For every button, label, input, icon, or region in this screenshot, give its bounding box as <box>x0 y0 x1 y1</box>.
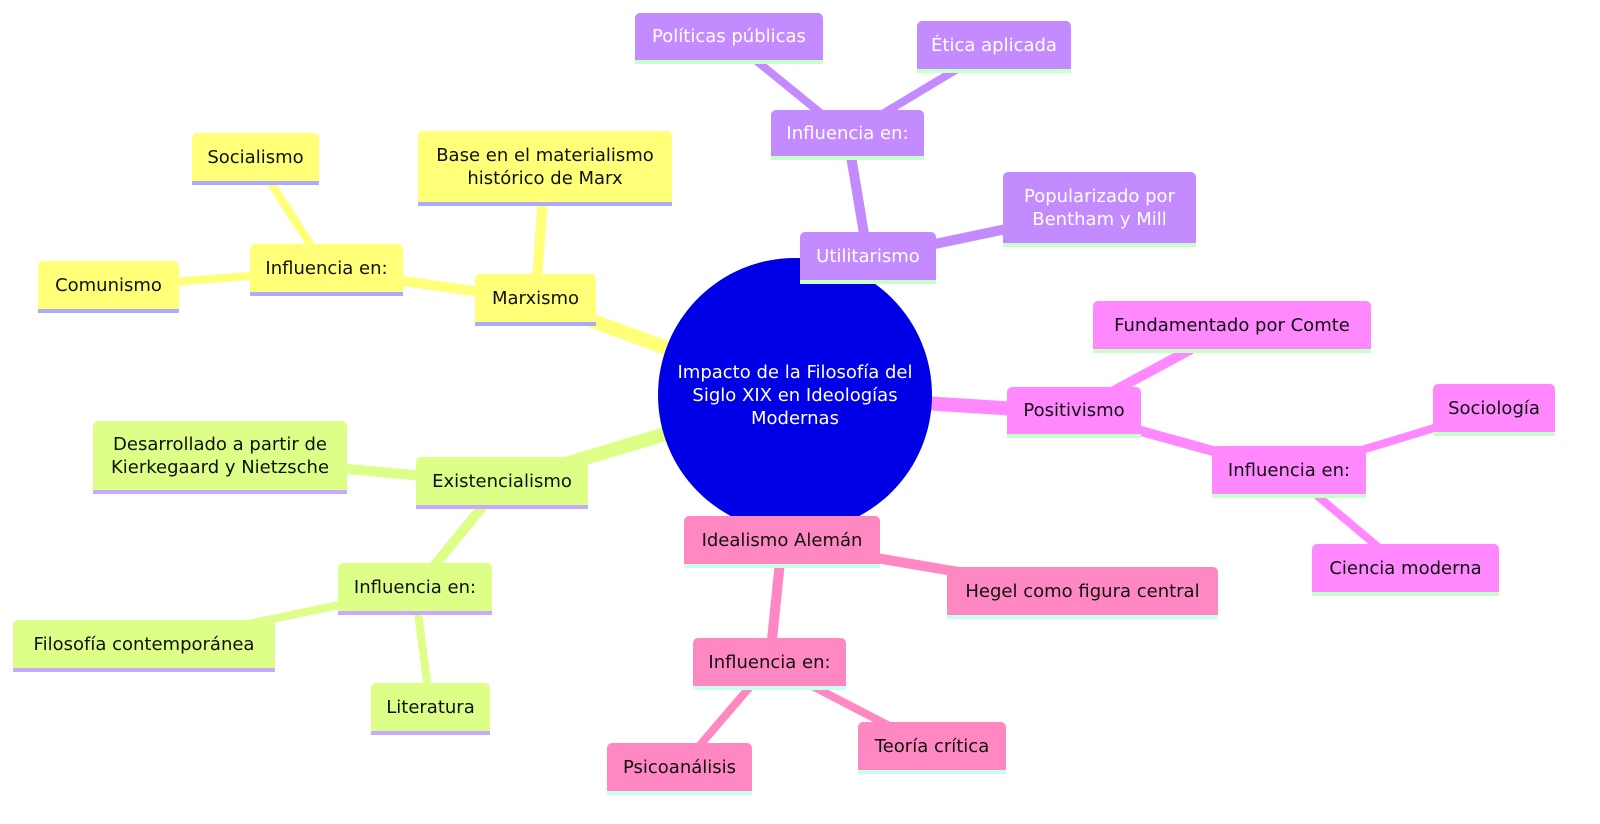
node-teoria-critica[interactable]: Teoría crítica <box>858 722 1006 774</box>
node-existencialismo-origen[interactable]: Desarrollado a partir de Kierkegaard y N… <box>93 421 347 494</box>
node-positivismo[interactable]: Positivismo <box>1007 387 1141 438</box>
node-existencialismo-influencia[interactable]: Influencia en: <box>338 563 492 615</box>
node-utilitarismo[interactable]: Utilitarismo <box>800 232 936 284</box>
node-filosofia-contemporanea[interactable]: Filosofía contemporánea <box>13 620 275 672</box>
node-marxismo[interactable]: Marxismo <box>475 274 596 326</box>
node-idealismo-figura[interactable]: Hegel como figura central <box>947 567 1218 619</box>
node-ciencia-moderna[interactable]: Ciencia moderna <box>1312 544 1499 596</box>
root-node[interactable]: Impacto de la Filosofía del Siglo XIX en… <box>658 258 932 532</box>
node-etica-aplicada[interactable]: Ética aplicada <box>917 21 1071 73</box>
node-literatura[interactable]: Literatura <box>371 683 490 735</box>
node-positivismo-origen[interactable]: Fundamentado por Comte <box>1093 301 1371 353</box>
node-sociologia[interactable]: Sociología <box>1433 384 1555 436</box>
node-utilitarismo-influencia[interactable]: Influencia en: <box>771 110 924 160</box>
node-utilitarismo-origen[interactable]: Popularizado por Bentham y Mill <box>1003 172 1196 247</box>
node-marxismo-influencia[interactable]: Influencia en: <box>250 244 403 296</box>
node-positivismo-influencia[interactable]: Influencia en: <box>1212 446 1366 498</box>
node-socialismo[interactable]: Socialismo <box>192 133 319 185</box>
node-idealismo-aleman[interactable]: Idealismo Alemán <box>684 516 880 568</box>
node-politicas-publicas[interactable]: Políticas públicas <box>635 13 823 64</box>
node-existencialismo[interactable]: Existencialismo <box>416 457 588 509</box>
node-psicoanalisis[interactable]: Psicoanálisis <box>607 743 752 795</box>
node-idealismo-influencia[interactable]: Influencia en: <box>693 638 846 690</box>
node-comunismo[interactable]: Comunismo <box>38 261 179 313</box>
node-marxismo-base[interactable]: Base en el materialismo histórico de Mar… <box>418 131 672 206</box>
